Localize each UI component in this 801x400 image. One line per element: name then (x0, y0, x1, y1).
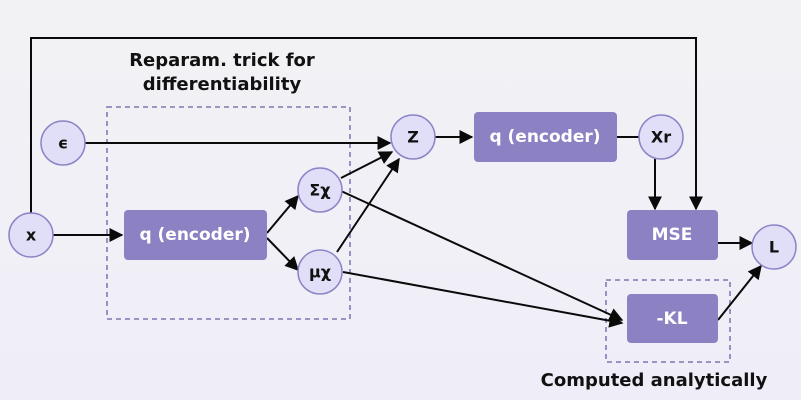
encoder-box: q (encoder) (124, 210, 267, 260)
svg-text:MSE: MSE (652, 225, 693, 245)
edge-sigma-to-kl (340, 190, 624, 322)
mse-box: MSE (627, 210, 718, 260)
decoder-box: q (encoder) (474, 112, 617, 162)
reparam-group-border (106, 106, 351, 320)
edge-encoder-to-sigma (266, 194, 299, 234)
edge-encoder-to-mu (266, 237, 299, 272)
svg-text:x: x (26, 226, 37, 245)
node-mu: μχ (297, 249, 343, 295)
analytic-label: Computed analytically (541, 370, 768, 391)
svg-text:q (encoder): q (encoder) (489, 127, 600, 147)
svg-text:Σχ: Σχ (309, 181, 330, 200)
svg-text:Xr: Xr (651, 128, 671, 147)
edge-sigma-to-z (340, 151, 394, 179)
svg-text:L: L (769, 238, 779, 257)
node-xr: Xr (638, 114, 684, 160)
edge-x-to-mse (30, 37, 703, 216)
node-z: Z (390, 114, 436, 160)
node-loss: L (751, 224, 797, 270)
edge-mu-to-z (336, 157, 400, 253)
kl-box: -KL (627, 294, 718, 343)
svg-text:ϵ: ϵ (58, 134, 68, 153)
edge-mu-to-kl (342, 271, 624, 328)
node-sigma: Σχ (297, 167, 343, 213)
svg-text:-KL: -KL (656, 309, 687, 329)
reparam-label-line1: Reparam. trick for (129, 50, 315, 71)
node-x: x (8, 212, 54, 258)
edge-kl-to-loss (717, 264, 762, 321)
reparam-label-line2: differentiability (143, 74, 302, 95)
svg-text:μχ: μχ (309, 263, 331, 282)
svg-text:q (encoder): q (encoder) (139, 225, 250, 245)
node-epsilon: ϵ (40, 120, 86, 166)
svg-text:Z: Z (407, 128, 419, 147)
